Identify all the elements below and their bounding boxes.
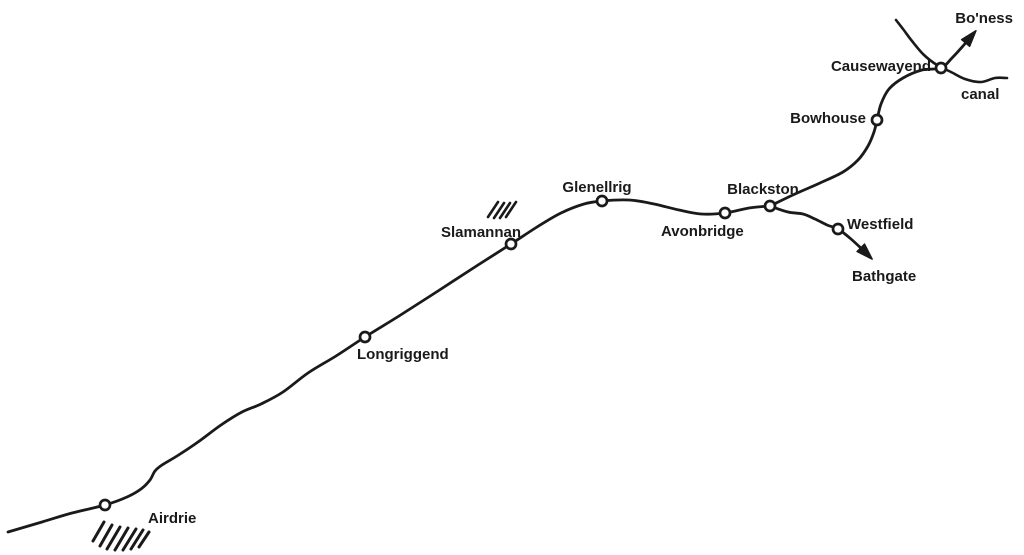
airdrie-hatch-stroke [91, 520, 106, 543]
boness-branch-line-arrowhead-icon [960, 29, 977, 48]
airdrie-hatch-stroke [105, 525, 122, 551]
station-label-westfield: Westfield [847, 216, 913, 233]
station-label-longriggend: Longriggend [357, 346, 449, 363]
airdrie-hatch-stroke [98, 523, 114, 548]
station-label-avonbridge: Avonbridge [661, 223, 744, 240]
main-railway-line [6, 198, 772, 534]
slamannan-hatch-stroke [498, 201, 512, 220]
airdrie-hatch-stroke [129, 528, 145, 551]
station-marker-airdrie [98, 498, 112, 512]
place-label-canal: canal [961, 86, 999, 103]
station-marker-westfield [831, 222, 845, 236]
station-label-blackston: Blackston [727, 181, 799, 198]
airdrie-hatch-stroke [113, 526, 130, 552]
slamannan-hatch-stroke [492, 201, 506, 220]
station-label-glenellrig: Glenellrig [562, 179, 631, 196]
bathgate-branch-line-arrowhead-icon [856, 243, 873, 260]
station-label-slamannan: Slamannan [441, 224, 521, 241]
station-marker-glenellrig [595, 194, 609, 208]
station-marker-slamannan [504, 237, 518, 251]
slamannan-hatch-stroke [504, 200, 518, 219]
boness-branch-line [768, 31, 976, 208]
station-marker-causewayend [934, 61, 948, 75]
airdrie-hatch-stroke [121, 527, 138, 552]
station-marker-avonbridge [718, 206, 732, 220]
slamannan-hatch-stroke [486, 200, 500, 219]
place-label-bathgate: Bathgate [852, 268, 916, 285]
station-marker-bowhouse [870, 113, 884, 127]
station-label-causewayend: Causewayend [831, 58, 931, 75]
station-marker-longriggend [358, 330, 372, 344]
place-label-boness: Bo'ness [955, 10, 1013, 27]
airdrie-hatch-stroke [137, 530, 151, 549]
station-label-bowhouse: Bowhouse [790, 110, 866, 127]
station-label-airdrie: Airdrie [148, 510, 196, 527]
station-marker-blackston [763, 199, 777, 213]
